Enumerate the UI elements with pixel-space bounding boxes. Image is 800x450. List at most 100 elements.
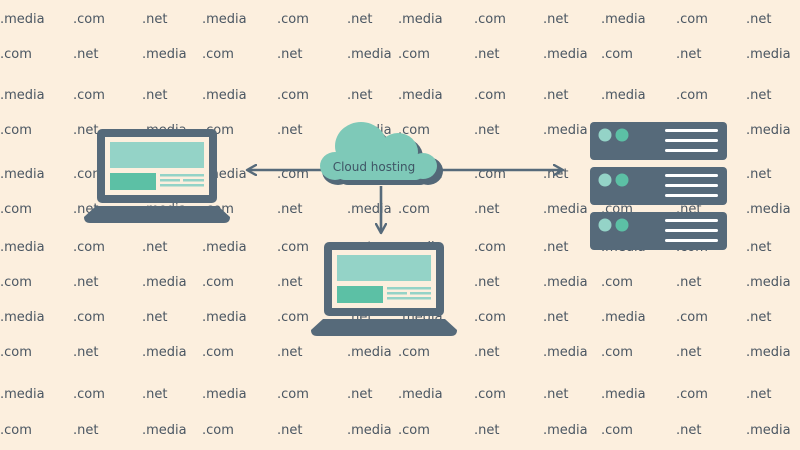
pattern-word: .com — [474, 387, 506, 402]
pattern-word: .net — [676, 345, 702, 360]
pattern-word: .com — [474, 88, 506, 103]
pattern-word: .media — [347, 345, 392, 360]
pattern-word: .media — [0, 310, 45, 325]
server-unit-1 — [590, 122, 727, 160]
pattern-word: .net — [543, 240, 569, 255]
pattern-word: .media — [202, 240, 247, 255]
pattern-word: .net — [746, 88, 772, 103]
pattern-word: .media — [202, 310, 247, 325]
server-unit-2 — [590, 167, 727, 205]
pattern-word: .net — [474, 47, 500, 62]
pattern-word: .com — [601, 275, 633, 290]
pattern-word: .com — [277, 88, 309, 103]
left-laptop-icon — [84, 129, 230, 223]
pattern-word: .media — [746, 202, 791, 217]
pattern-word: .net — [474, 275, 500, 290]
pattern-word: .net — [543, 387, 569, 402]
pattern-word: .net — [73, 423, 99, 438]
laptop-base — [84, 206, 230, 223]
laptop-base — [311, 319, 457, 336]
pattern-word: .com — [277, 12, 309, 27]
pattern-word: .com — [474, 240, 506, 255]
pattern-word: .com — [202, 47, 234, 62]
server-unit-3 — [590, 212, 727, 250]
cloud-icon: Cloud hosting — [320, 122, 443, 185]
pattern-word: .com — [398, 123, 430, 138]
pattern-word: .net — [277, 275, 303, 290]
pattern-word: .com — [202, 423, 234, 438]
pattern-word: .media — [543, 423, 588, 438]
pattern-word: .net — [746, 387, 772, 402]
pattern-word: .net — [277, 202, 303, 217]
pattern-word: .media — [0, 88, 45, 103]
pattern-word: .net — [73, 123, 99, 138]
pattern-word: .media — [746, 275, 791, 290]
pattern-word: .com — [73, 240, 105, 255]
pattern-word: .com — [601, 423, 633, 438]
cloud-label: Cloud hosting — [333, 160, 416, 174]
pattern-word: .media — [398, 88, 443, 103]
pattern-word: .com — [0, 345, 32, 360]
pattern-word: .net — [142, 387, 168, 402]
pattern-word: .media — [601, 310, 646, 325]
pattern-word: .com — [0, 123, 32, 138]
pattern-word: .com — [0, 202, 32, 217]
pattern-word: .media — [746, 423, 791, 438]
pattern-word: .com — [474, 310, 506, 325]
pattern-word: .media — [746, 47, 791, 62]
pattern-word: .com — [0, 423, 32, 438]
server-rack-icon — [590, 122, 727, 250]
pattern-word: .media — [0, 387, 45, 402]
pattern-word: .net — [746, 240, 772, 255]
pattern-word: .net — [474, 123, 500, 138]
pattern-word: .com — [202, 275, 234, 290]
pattern-word: .media — [142, 47, 187, 62]
pattern-word: .com — [73, 88, 105, 103]
pattern-word: .net — [277, 123, 303, 138]
pattern-word: .media — [0, 240, 45, 255]
pattern-word: .media — [543, 123, 588, 138]
pattern-word: .net — [543, 12, 569, 27]
bottom-laptop-icon — [311, 242, 457, 336]
pattern-word: .media — [347, 47, 392, 62]
screen-banner — [110, 142, 204, 168]
pattern-word: .media — [202, 88, 247, 103]
pattern-word: .com — [73, 12, 105, 27]
pattern-word: .net — [73, 47, 99, 62]
pattern-word: .media — [398, 12, 443, 27]
pattern-word: .com — [676, 310, 708, 325]
pattern-word: .net — [676, 275, 702, 290]
pattern-word: .media — [543, 345, 588, 360]
pattern-word: .media — [0, 167, 45, 182]
pattern-word: .media — [347, 423, 392, 438]
pattern-word: .media — [601, 12, 646, 27]
pattern-word: .media — [601, 88, 646, 103]
pattern-word: .net — [676, 423, 702, 438]
screen-banner — [337, 255, 431, 281]
pattern-word: .net — [474, 345, 500, 360]
pattern-word: .media — [142, 423, 187, 438]
pattern-word: .net — [543, 310, 569, 325]
pattern-word: .com — [73, 167, 105, 182]
pattern-word: .com — [398, 47, 430, 62]
pattern-word: .net — [474, 423, 500, 438]
cloud-body — [320, 122, 437, 180]
pattern-word: .com — [676, 88, 708, 103]
pattern-word: .media — [202, 12, 247, 27]
pattern-word: .com — [277, 387, 309, 402]
pattern-word: .com — [73, 387, 105, 402]
pattern-word: .net — [142, 240, 168, 255]
pattern-word: .net — [347, 12, 373, 27]
pattern-word: .com — [398, 345, 430, 360]
screen-block — [337, 286, 383, 303]
pattern-word: .media — [543, 202, 588, 217]
pattern-word: .media — [142, 345, 187, 360]
pattern-word: .net — [676, 47, 702, 62]
pattern-word: .com — [0, 47, 32, 62]
pattern-word: .com — [676, 387, 708, 402]
pattern-word: .media — [746, 345, 791, 360]
screen-block — [110, 173, 156, 190]
pattern-word: .net — [746, 12, 772, 27]
pattern-word: .com — [601, 345, 633, 360]
